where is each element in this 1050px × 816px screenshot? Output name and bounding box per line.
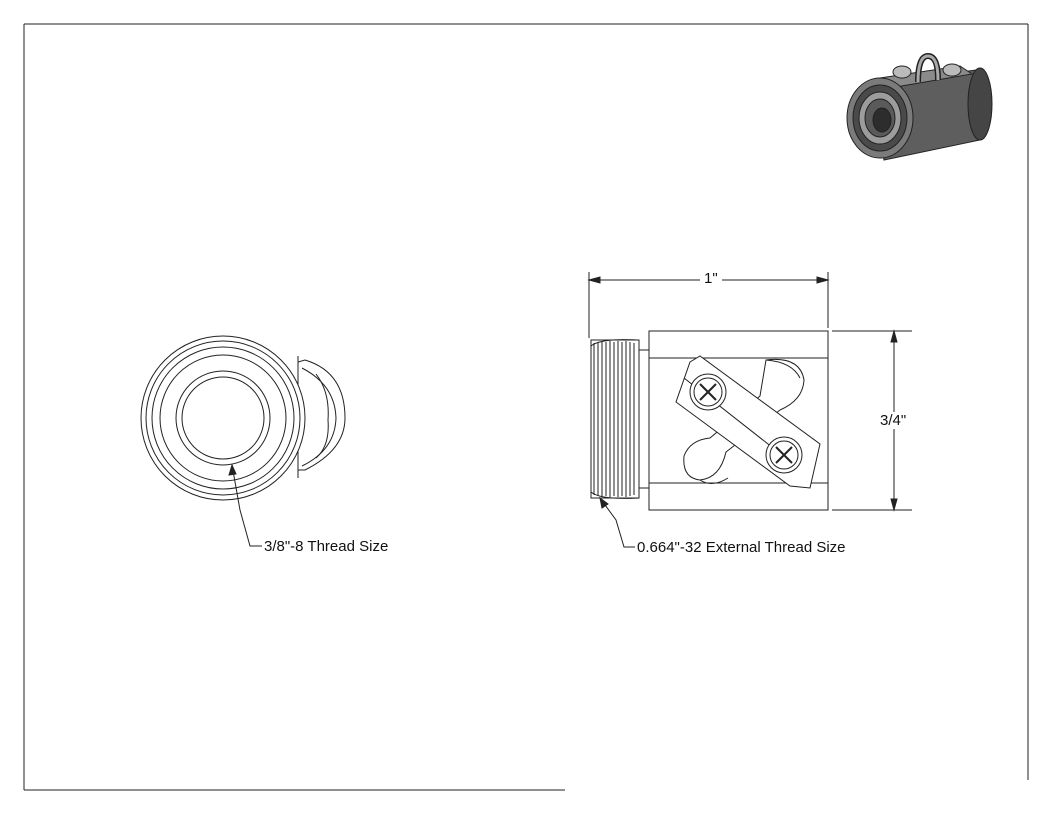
height-dimension-label: 3/4": [880, 412, 907, 429]
leader-internal-thread: [228, 463, 262, 547]
isometric-view: [846, 52, 993, 161]
external-thread: [590, 339, 650, 499]
internal-thread-callout: 3/8"-8 Thread Size: [264, 538, 389, 555]
width-dimension-label: 1": [700, 270, 722, 287]
end-view: [140, 335, 346, 501]
screw-bottom: [765, 436, 803, 474]
screw-top: [689, 373, 727, 411]
side-view: [590, 330, 829, 511]
leader-external-thread: [599, 496, 635, 548]
sheet-border: [23, 23, 1029, 791]
external-thread-callout: 0.664"-32 External Thread Size: [637, 539, 846, 556]
